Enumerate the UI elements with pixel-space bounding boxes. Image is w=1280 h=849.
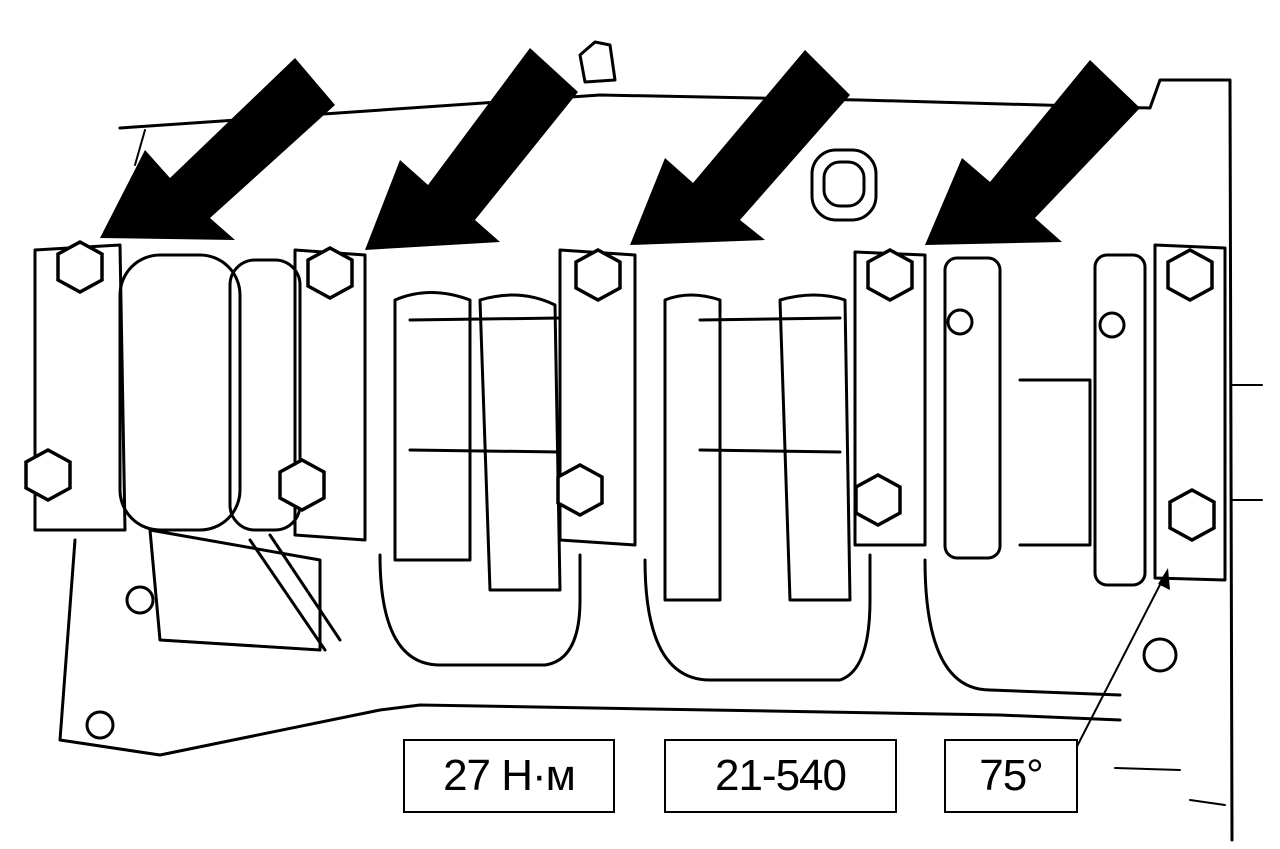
bolt-icon [278, 458, 326, 512]
bolt-icon [866, 248, 914, 302]
bolt-icon [556, 463, 604, 517]
bolt-icon [24, 448, 72, 502]
torque-label-box: 27 Н·м [403, 739, 615, 813]
pointer-arrow-icon [630, 50, 850, 245]
bolt-icon [56, 240, 104, 294]
tool-number-label-box: 21-540 [664, 739, 897, 813]
torque-label: 27 Н·м [443, 751, 576, 800]
pointer-arrows [100, 48, 1140, 250]
bolts [24, 240, 1216, 542]
bolt-icon [574, 248, 622, 302]
bolt-icon [854, 473, 902, 527]
angle-label-box: 75° [944, 739, 1078, 813]
bolt-icon [306, 246, 354, 300]
tool-number-label: 21-540 [714, 751, 847, 800]
engine-block-outline [58, 40, 1263, 842]
leader-line [1069, 568, 1170, 761]
pointer-arrow-icon [100, 58, 335, 240]
angle-label: 75° [979, 751, 1044, 800]
block-plug [810, 148, 878, 222]
pointer-arrow-icon [925, 60, 1140, 245]
bolt-icon [1168, 488, 1216, 542]
bolt-icon [1166, 248, 1214, 302]
pointer-arrow-icon [365, 48, 578, 250]
crankshaft [118, 253, 1147, 602]
bearing-caps [33, 243, 1227, 582]
block-pockets [148, 528, 1122, 697]
